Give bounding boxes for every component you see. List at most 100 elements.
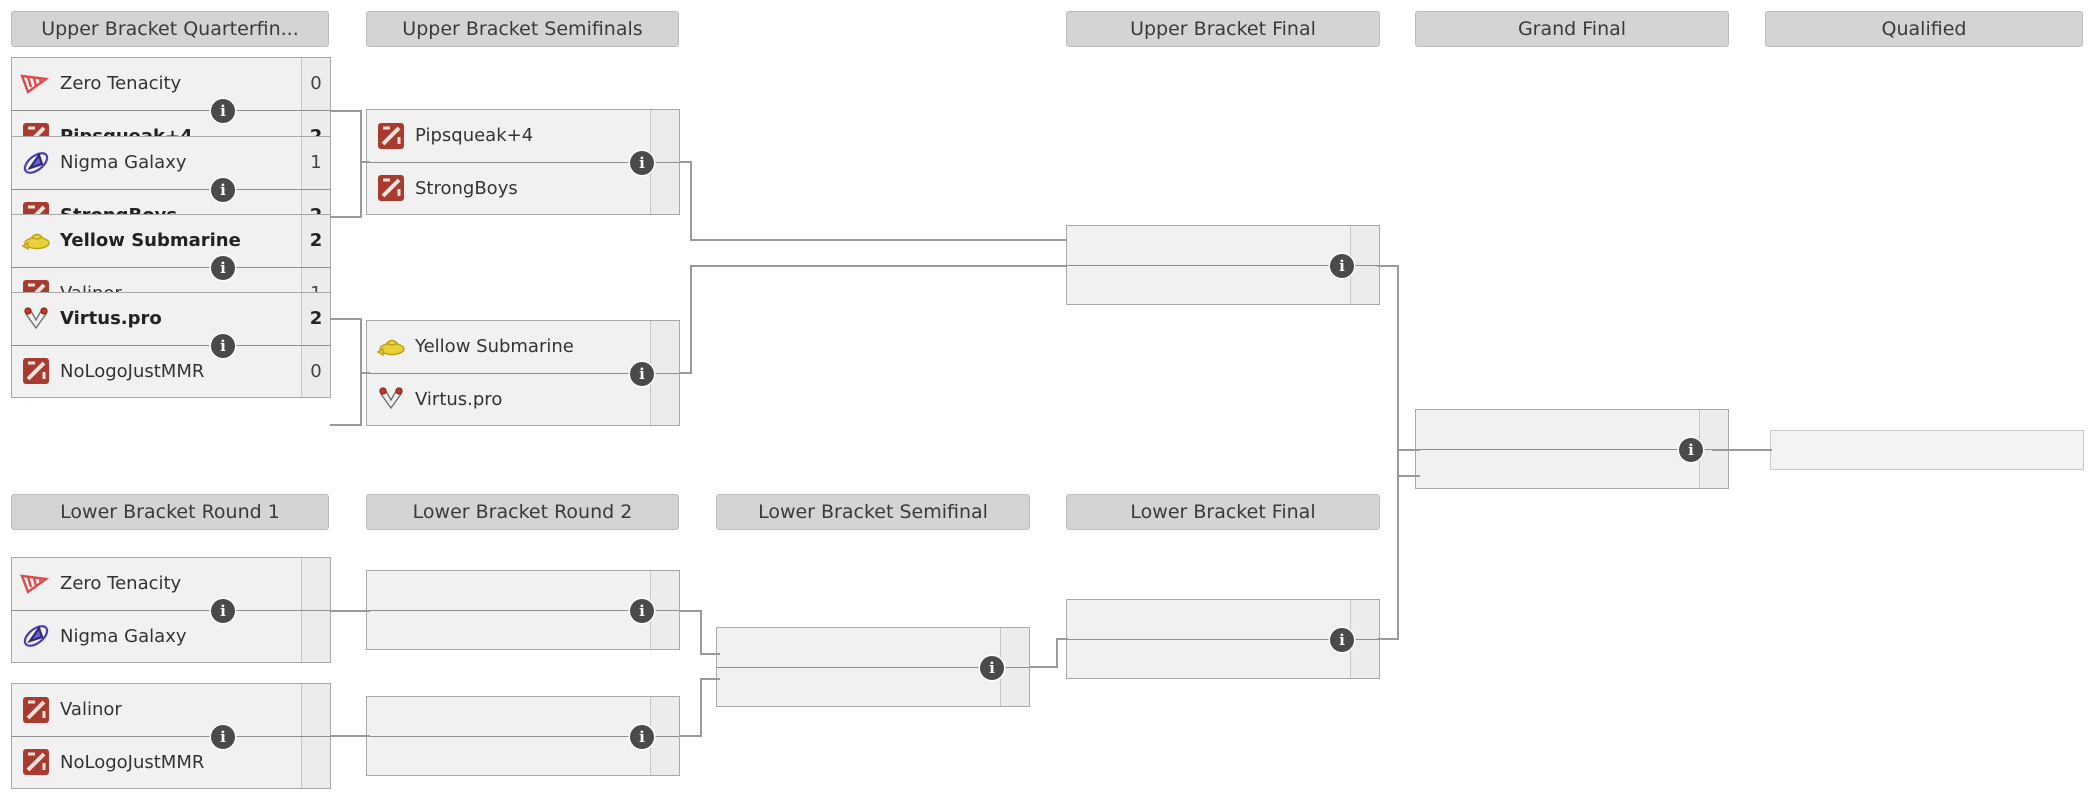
team-score — [1000, 628, 1029, 667]
match-lbr1b[interactable]: Valinor NoLogoJustMMR i — [11, 683, 331, 789]
match-row-bottom[interactable]: Virtus.pro — [367, 373, 679, 425]
team-name: Virtus.pro — [60, 308, 162, 330]
connector — [1712, 449, 1772, 451]
team-name: StrongBoys — [415, 177, 518, 199]
match-row-bottom[interactable]: StrongBoys — [367, 162, 679, 214]
match-row-bottom[interactable] — [367, 610, 679, 649]
match-info-icon[interactable]: i — [630, 725, 654, 749]
connector — [330, 318, 362, 320]
team-name: Yellow Submarine — [60, 230, 241, 252]
match-info-icon[interactable]: i — [630, 362, 654, 386]
match-ubf[interactable]: i — [1066, 225, 1380, 305]
match-row-bottom[interactable]: Nigma Galaxy — [12, 610, 330, 662]
match-row-bottom[interactable] — [1416, 449, 1728, 488]
match-lbr2b[interactable]: i — [366, 696, 680, 776]
match-lbr1a[interactable]: Zero Tenacity Nigma Galaxy i — [11, 557, 331, 663]
round-header-upper-bracket-quarterfinals[interactable]: Upper Bracket Quarterfin... — [11, 11, 329, 47]
connector — [690, 239, 1067, 241]
connector — [330, 110, 362, 112]
connector — [700, 678, 702, 737]
team-score — [301, 684, 330, 736]
round-header-qualified[interactable]: Qualified — [1765, 11, 2083, 47]
team-score — [1350, 639, 1379, 678]
team-score — [301, 610, 330, 662]
match-row-top[interactable] — [1067, 226, 1379, 266]
nigma-galaxy-logo — [19, 619, 53, 653]
team-name: Nigma Galaxy — [60, 625, 187, 647]
match-row-top[interactable] — [367, 697, 679, 737]
team-score — [1000, 667, 1029, 706]
match-info-icon[interactable]: i — [211, 178, 235, 202]
connector — [700, 653, 720, 655]
dota-default-logo — [19, 745, 53, 779]
match-row-bottom[interactable]: NoLogoJustMMR — [12, 736, 330, 788]
round-header-lower-bracket-semifinal[interactable]: Lower Bracket Semifinal — [716, 494, 1030, 530]
connector — [690, 265, 692, 374]
match-info-icon[interactable]: i — [211, 256, 235, 280]
match-row-bottom[interactable] — [1067, 265, 1379, 304]
match-row-top[interactable]: Zero Tenacity 0 — [12, 58, 330, 111]
yellow-submarine-logo — [19, 224, 53, 258]
team-score — [1699, 410, 1728, 449]
match-row-bottom[interactable]: NoLogoJustMMR 0 — [12, 345, 330, 397]
match-qualified-slot[interactable] — [1770, 430, 2084, 470]
match-info-icon[interactable]: i — [1330, 628, 1354, 652]
team-score — [650, 373, 679, 425]
team-name: Nigma Galaxy — [60, 152, 187, 174]
match-info-icon[interactable]: i — [211, 99, 235, 123]
match-row-top[interactable]: Valinor — [12, 684, 330, 737]
match-info-icon[interactable]: i — [630, 599, 654, 623]
match-info-icon[interactable]: i — [1330, 254, 1354, 278]
team-score — [1699, 449, 1728, 488]
match-lbf[interactable]: i — [1066, 599, 1380, 679]
round-header-lower-bracket-round-2[interactable]: Lower Bracket Round 2 — [366, 494, 679, 530]
team-score — [1350, 226, 1379, 265]
match-row-top[interactable] — [717, 628, 1029, 668]
match-info-icon[interactable]: i — [211, 725, 235, 749]
team-name: Virtus.pro — [415, 388, 503, 410]
match-info-icon[interactable]: i — [211, 334, 235, 358]
round-header-upper-bracket-semifinals[interactable]: Upper Bracket Semifinals — [366, 11, 679, 47]
match-ubsf2[interactable]: Yellow Submarine Virtus.pro i — [366, 320, 680, 426]
team-name: Pipsqueak+4 — [415, 125, 534, 147]
round-header-lower-bracket-round-1[interactable]: Lower Bracket Round 1 — [11, 494, 329, 530]
connector — [1397, 449, 1420, 451]
match-ubsf1[interactable]: Pipsqueak+4 StrongBoys i — [366, 109, 680, 215]
connector — [1030, 666, 1058, 668]
match-row-top[interactable]: Virtus.pro 2 — [12, 293, 330, 346]
connector — [330, 424, 362, 426]
match-grand-final[interactable]: i — [1415, 409, 1729, 489]
match-ubqf4[interactable]: Virtus.pro 2 NoLogoJustMMR 0 i — [11, 292, 331, 398]
match-row-top[interactable] — [367, 571, 679, 611]
match-row-top[interactable]: Yellow Submarine — [367, 321, 679, 374]
connector — [360, 163, 362, 218]
match-lbsf[interactable]: i — [716, 627, 1030, 707]
match-row-top[interactable] — [1416, 410, 1728, 450]
round-header-grand-final[interactable]: Grand Final — [1415, 11, 1729, 47]
match-row-bottom[interactable] — [717, 667, 1029, 706]
team-name: Zero Tenacity — [60, 573, 182, 595]
match-lbr2a[interactable]: i — [366, 570, 680, 650]
match-row-bottom[interactable] — [1067, 639, 1379, 678]
match-row-top[interactable]: Pipsqueak+4 — [367, 110, 679, 163]
match-info-icon[interactable]: i — [630, 151, 654, 175]
team-score — [1350, 265, 1379, 304]
connector — [680, 735, 702, 737]
match-row-bottom[interactable] — [367, 736, 679, 775]
match-row-top[interactable]: Zero Tenacity — [12, 558, 330, 611]
team-score: 0 — [301, 345, 330, 397]
connector — [1397, 449, 1399, 639]
round-header-upper-bracket-final[interactable]: Upper Bracket Final — [1066, 11, 1380, 47]
match-info-icon[interactable]: i — [211, 599, 235, 623]
match-info-icon[interactable]: i — [1679, 438, 1703, 462]
connector — [360, 161, 370, 163]
round-header-lower-bracket-final[interactable]: Lower Bracket Final — [1066, 494, 1380, 530]
match-row-top[interactable]: Nigma Galaxy 1 — [12, 137, 330, 190]
match-row-top[interactable]: Yellow Submarine 2 — [12, 215, 330, 268]
zero-tenacity-logo — [19, 567, 53, 601]
qualified-row[interactable] — [1771, 431, 2083, 469]
match-row-top[interactable] — [1067, 600, 1379, 640]
connector — [700, 678, 720, 680]
team-score: 2 — [301, 215, 330, 267]
match-info-icon[interactable]: i — [980, 656, 1004, 680]
